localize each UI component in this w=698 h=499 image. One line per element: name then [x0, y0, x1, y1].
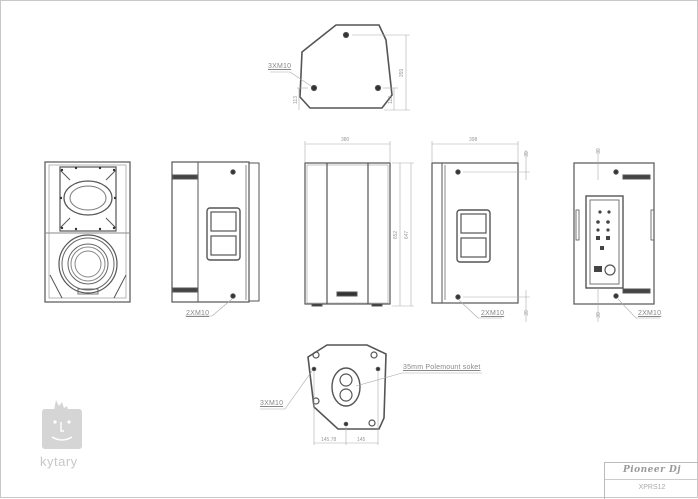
- side-left-view: [171, 161, 260, 317]
- top-left-hole-dim: 113: [292, 96, 299, 104]
- model-number: XPRS12: [638, 484, 666, 491]
- rear-bottom-dim: 39: [595, 312, 602, 318]
- bottom-left-dim: 145.78: [321, 437, 337, 443]
- side-right-top-dim: 39: [523, 151, 530, 157]
- top-depth-dim: 359: [399, 68, 406, 78]
- rear-top-dim: 39: [595, 148, 602, 154]
- title-block-divider: [605, 479, 698, 480]
- watermark-face-icon: [42, 400, 82, 449]
- front-body-height-dim: 652: [393, 230, 400, 240]
- side-left-callout: 2XM10: [186, 310, 210, 317]
- bottom-view: [260, 344, 482, 445]
- top-view: [270, 24, 410, 111]
- front-grille-view: [44, 161, 131, 303]
- watermark-text: kytary: [40, 454, 78, 469]
- front-total-height-dim: 647: [404, 230, 411, 240]
- title-block: Pioneer Dj XPRS12: [604, 462, 698, 499]
- side-right-bottom-dim: 39: [523, 310, 530, 316]
- top-right-hole-dim: 113: [387, 96, 394, 104]
- rear-view: [573, 150, 660, 322]
- side-right-view: [431, 141, 530, 322]
- bottom-socket-callout: 35mm Polemount soket: [403, 364, 481, 371]
- side-right-depth-dim: 398: [469, 137, 478, 143]
- bottom-holes-callout: 3XM10: [260, 400, 284, 407]
- bottom-right-dim: 145: [357, 437, 366, 443]
- side-right-callout: 2XM10: [481, 310, 505, 317]
- top-view-callout: 3XM10: [268, 63, 292, 70]
- front-view: [304, 141, 414, 307]
- front-width-dim: 380: [341, 137, 350, 143]
- rear-callout: 2XM10: [638, 310, 662, 317]
- brand-logo: Pioneer Dj: [622, 465, 682, 475]
